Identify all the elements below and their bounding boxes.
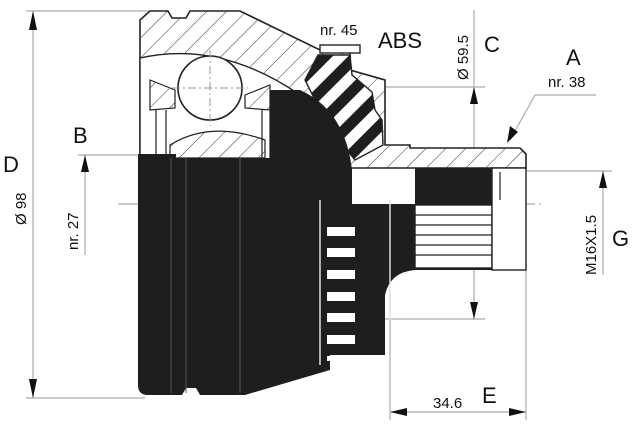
abs-ring-marker [319,44,361,54]
a-letter: A [566,45,581,70]
g-letter: G [612,226,629,251]
d-letter: D [3,152,19,177]
d-diameter-label: Ø 98 [13,192,30,225]
e-letter: E [482,383,497,408]
labels: nr. 45 ABS C Ø 59.5 A nr. 38 B nr. 27 D … [3,22,629,412]
c-letter: C [484,32,500,57]
e-length-label: 34.6 [433,395,462,412]
b-letter: B [73,123,88,148]
abs-label: ABS [378,28,422,53]
g-thread-label: M16X1.5 [583,215,600,275]
c-diameter-label: Ø 59.5 [455,35,472,80]
a-spline-label: nr. 38 [548,74,586,91]
abs-teeth [327,227,355,361]
abs-teeth-label: nr. 45 [320,22,358,39]
housing-solid [138,90,527,395]
b-spline-label: nr. 27 [65,212,82,250]
dimension-arrows [29,11,607,416]
